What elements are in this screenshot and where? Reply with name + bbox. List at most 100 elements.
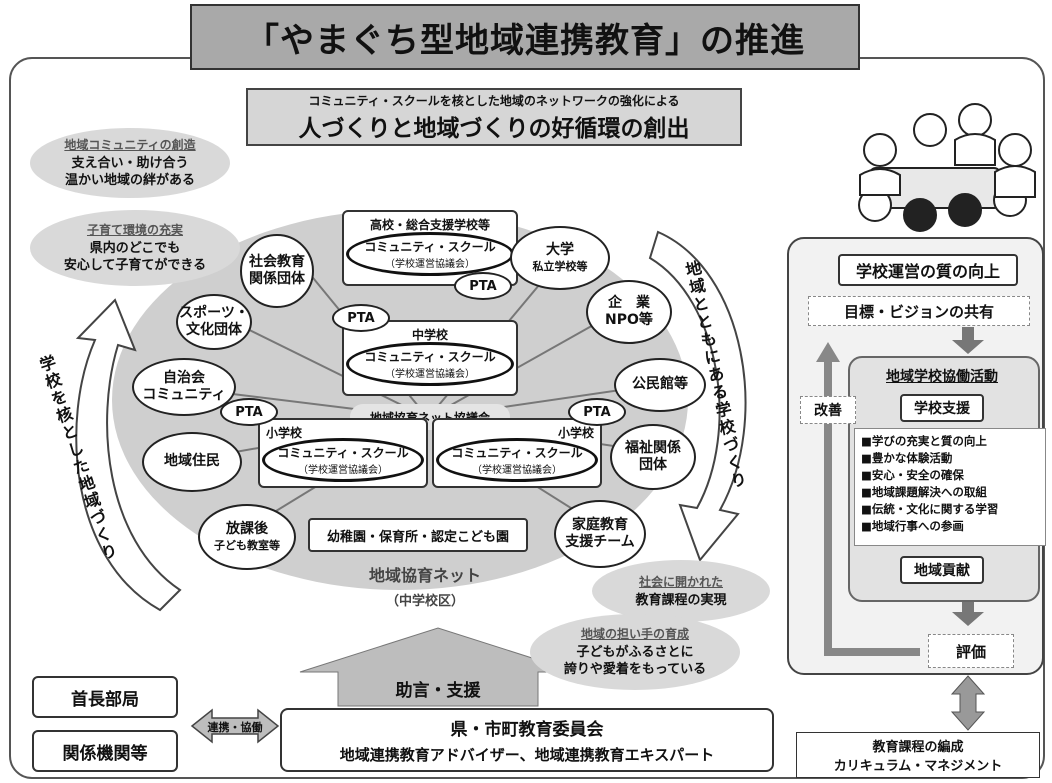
node-line: 関係団体 (249, 271, 305, 287)
elementary-right-title: 小学校 (557, 426, 594, 440)
childcare-blob-heading: 子育て環境の充実 (86, 223, 183, 238)
vision-sharing-label: 目標・ビジョンの共有 (843, 302, 994, 321)
community-blob: 地域コミュニティの創造 支え合い・助け合う 温かい地域の絆がある (30, 128, 230, 198)
support-arrow-label: 助言・支援 (395, 681, 481, 701)
node-line: 放課後 (226, 521, 268, 538)
cs-title: コミュニティ・スクール (364, 240, 496, 254)
cs-sub: （学校運営協議会） (385, 369, 475, 380)
node-line: NPO等 (605, 312, 653, 328)
elementary-left-title: 小学校 (266, 426, 303, 440)
activity-item: ■豊かな体験活動 (861, 451, 953, 465)
vision-sharing-box: 目標・ビジョンの共有 (808, 296, 1030, 326)
community-contribution-box: 地域貢献 (900, 556, 984, 584)
node-line: 支援チーム (565, 534, 635, 550)
related-agencies-label: 関係機関等 (62, 743, 148, 764)
cs-middle-school: コミュニティ・スクール （学校運営協議会） (346, 342, 514, 386)
node-line: 公民館等 (632, 376, 688, 393)
community-blob-line: 温かい地域の絆がある (64, 173, 195, 188)
node-social-education: 社会教育 関係団体 (240, 234, 314, 308)
vision-banner-sub: コミュニティ・スクールを核とした地域のネットワークの強化による (308, 93, 680, 108)
node-neighborhood-assoc: 自治会 コミュニティ (132, 358, 236, 416)
open-curriculum-heading: 社会に開かれた (638, 574, 723, 589)
cs-title: コミュニティ・スクール (451, 446, 583, 460)
leaders-blob-line: 誇りや愛着をもっている (563, 662, 707, 677)
node-line: 企 業 (608, 294, 650, 311)
board-of-education-line1: 県・市町教育委員会 (450, 720, 604, 740)
curriculum-box: 教育課程の編成 カリキュラム・マネジメント (796, 732, 1040, 778)
node-family-education: 家庭教育 支援チーム (554, 500, 646, 568)
leaders-blob: 地域の担い手の育成 子どもがふるさとに 誇りや愛着をもっている (530, 614, 740, 690)
main-title: 「やまぐち型地域連携教育」の推進 (190, 4, 860, 70)
node-welfare: 福祉関係 団体 (610, 424, 696, 490)
cs-title: コミュニティ・スクール (277, 446, 409, 460)
mayor-office-label: 首長部局 (71, 689, 139, 710)
node-community-center: 公民館等 (614, 358, 706, 412)
node-line: 団体 (639, 457, 667, 473)
board-of-education-line2: 地域連携教育アドバイザー、地域連携教育エキスパート (339, 746, 715, 764)
community-contribution-label: 地域貢献 (914, 563, 970, 579)
kindergarten-label: 幼稚園・保育所・認定こども園 (326, 529, 509, 545)
node-line: コミュニティ (142, 387, 226, 403)
activity-list: ■学びの充実と質の向上 ■豊かな体験活動 ■安心・安全の確保 ■地域課題解決への… (854, 428, 1046, 546)
school-support-box: 学校支援 (900, 394, 984, 422)
related-agencies-box: 関係機関等 (32, 730, 178, 772)
node-company-npo: 企 業 NPO等 (586, 280, 672, 344)
node-line: 家庭教育 (572, 516, 628, 533)
node-residents: 地域住民 (142, 432, 242, 492)
leaders-blob-heading: 地域の担い手の育成 (580, 627, 689, 642)
board-of-education-box: 県・市町教育委員会 地域連携教育アドバイザー、地域連携教育エキスパート (280, 708, 774, 772)
kindergarten-box: 幼稚園・保育所・認定こども園 (308, 518, 528, 552)
leaders-blob-line: 子どもがふるさとに (576, 645, 694, 661)
cs-sub: （学校運営協議会） (298, 465, 388, 476)
pta-high-school: PTA (454, 272, 512, 300)
evaluation-label: 評価 (955, 642, 986, 661)
collaboration-label: 連携・協働 (207, 721, 263, 734)
community-blob-line: 支え合い・助け合う (71, 156, 189, 172)
node-sports-culture: スポーツ・ 文化団体 (176, 294, 252, 350)
quality-improvement-label: 学校運営の質の向上 (855, 262, 1000, 281)
school-support-label: 学校支援 (914, 401, 970, 417)
node-line: 社会教育 (249, 253, 305, 270)
cs-sub: （学校運営協議会） (472, 465, 562, 476)
node-line: 地域住民 (164, 453, 220, 470)
node-university: 大学 私立学校等 (510, 226, 610, 290)
vision-banner-main: 人づくりと地域づくりの好循環の創出 (298, 115, 690, 142)
vision-banner: コミュニティ・スクールを核とした地域のネットワークの強化による 人づくりと地域づ… (246, 88, 742, 146)
pta-elementary-right: PTA (568, 398, 626, 426)
activity-item: ■学びの充実と質の向上 (861, 434, 987, 448)
node-line: 福祉関係 (625, 439, 681, 456)
cs-elementary-right: コミュニティ・スクール （学校運営協議会） (436, 438, 598, 482)
childcare-blob-line: 県内のどこでも (89, 241, 181, 257)
node-line: 大学 (546, 242, 574, 259)
cs-elementary-left: コミュニティ・スクール （学校運営協議会） (262, 438, 424, 482)
community-blob-heading: 地域コミュニティの創造 (64, 138, 196, 153)
childcare-blob: 子育て環境の充実 県内のどこでも 安心して子育てができる (30, 210, 240, 286)
meeting-illustration (858, 103, 1036, 232)
high-school-title: 高校・総合支援学校等 (369, 218, 490, 232)
cs-high-school: コミュニティ・スクール （学校運営協議会） (346, 232, 514, 276)
cs-sub: （学校運営協議会） (385, 259, 475, 270)
node-line: スポーツ・ (179, 304, 249, 321)
curriculum-line1: 教育課程の編成 (872, 740, 964, 755)
activity-item: ■伝統・文化に関する学習 (861, 502, 999, 516)
curriculum-line2: カリキュラム・マネジメント (833, 759, 1003, 774)
evaluation-box: 評価 (928, 634, 1014, 668)
node-line: 子ども教室等 (214, 538, 280, 552)
cs-title: コミュニティ・スクール (364, 350, 496, 364)
childcare-blob-line: 安心して子育てができる (63, 258, 207, 273)
improvement-box: 改善 (800, 396, 856, 424)
mayor-office-box: 首長部局 (32, 676, 178, 718)
node-line: 私立学校等 (532, 259, 588, 273)
pta-middle-school: PTA (332, 304, 390, 332)
quality-improvement-box: 学校運営の質の向上 (838, 254, 1018, 286)
network-label: 地域協育ネット （中学校区） (350, 562, 500, 609)
node-line: 自治会 (163, 369, 205, 386)
network-label-sub: （中学校区） (385, 594, 464, 609)
activity-item: ■地域課題解決への取組 (861, 485, 987, 499)
network-label-main: 地域協育ネット (368, 566, 481, 585)
activity-item: ■安心・安全の確保 (861, 468, 964, 482)
collab-activity-title: 地域学校協働活動 (886, 369, 998, 385)
activity-item: ■地域行事への参画 (861, 519, 964, 533)
node-after-school: 放課後 子ども教室等 (198, 504, 296, 570)
pta-elementary-left: PTA (220, 398, 278, 426)
